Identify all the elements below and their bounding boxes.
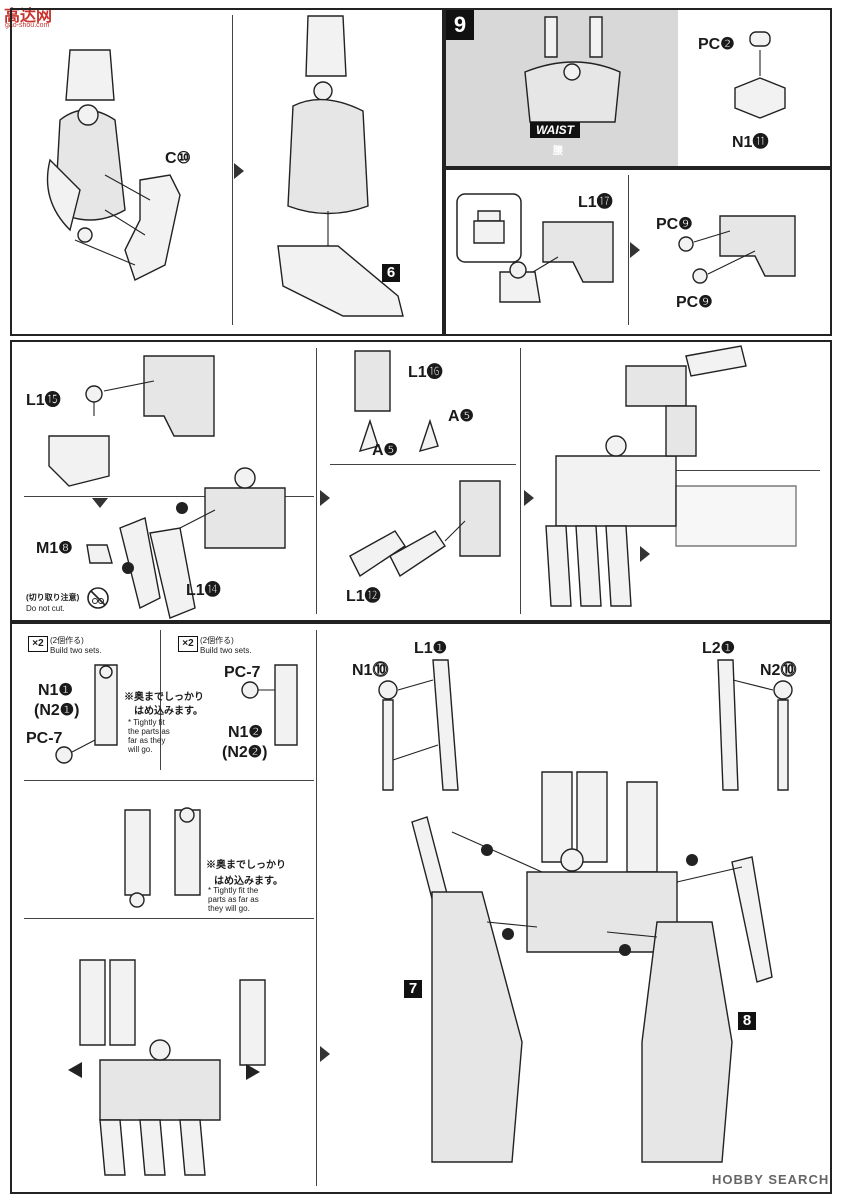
panel-leg-attach bbox=[10, 622, 832, 1194]
n1-2-illustration bbox=[241, 664, 298, 746]
part-label-n2-10: N2⓾ bbox=[760, 662, 797, 679]
part-label-l1-14: L1⓮ bbox=[186, 582, 221, 599]
part-label-n1-11: N1⓫ bbox=[732, 134, 769, 151]
step-badge-6: 6 bbox=[382, 264, 400, 282]
pc2-n1-illustration bbox=[734, 31, 786, 119]
part-label-l1-17: L1⓱ bbox=[578, 194, 613, 211]
fit-note-1-en: * Tightly fit the parts as far as they w… bbox=[128, 718, 170, 754]
step-number: 9 bbox=[446, 10, 474, 40]
build-two-en: Build two sets. bbox=[50, 646, 102, 655]
panel-step-9-sub bbox=[444, 168, 832, 336]
divider bbox=[24, 496, 314, 497]
footer-brand: HOBBY SEARCH bbox=[712, 1172, 830, 1187]
step-arrow-icon bbox=[630, 242, 640, 258]
waist-reference-illustration bbox=[524, 16, 621, 123]
fit-note-2-jp2: はめ込みます。 bbox=[214, 876, 283, 887]
l1-17-illustration bbox=[499, 221, 614, 303]
fit-note-1-jp1: ※奥までしっかり bbox=[124, 692, 204, 703]
fit-note-2-jp1: ※奥までしっかり bbox=[206, 860, 286, 871]
divider bbox=[316, 630, 317, 1186]
part-label-l2-1: L2❶ bbox=[702, 640, 736, 657]
hip-joints-illustration bbox=[124, 807, 201, 908]
step-title: WAIST bbox=[530, 122, 580, 138]
part-label-pc2: PC❷ bbox=[698, 36, 735, 53]
n1-10-l1-1-illustration bbox=[378, 659, 459, 791]
part-label-l1-16: L1⓰ bbox=[408, 364, 443, 381]
fit-note-2-en: * Tightly fit the parts as far as they w… bbox=[208, 886, 259, 913]
cut-warning-jp: (切り取り注意) bbox=[26, 593, 80, 602]
l1-15-illustration bbox=[48, 355, 215, 487]
part-label-pc9b: PC❾ bbox=[676, 294, 713, 311]
watermark-site: gao-shou.com bbox=[5, 22, 50, 29]
divider bbox=[24, 780, 314, 781]
part-label-m1-8: M1❽ bbox=[36, 540, 73, 557]
part-label-l1-1: L1❶ bbox=[414, 640, 448, 657]
divider bbox=[232, 15, 233, 325]
step-arrow-icon bbox=[234, 163, 244, 179]
build-two-badge: ×2 bbox=[178, 636, 198, 652]
step-arrow-icon bbox=[320, 1046, 330, 1062]
step-arrow-icon bbox=[524, 490, 534, 506]
hip-assembly-illustration bbox=[68, 959, 266, 1176]
pc9-illustration bbox=[678, 215, 796, 284]
part-label-pc7b: PC-7 bbox=[224, 664, 261, 681]
leg-lower-illustration bbox=[277, 15, 404, 317]
build-two-en: Build two sets. bbox=[200, 646, 252, 655]
final-assembly-illustration bbox=[411, 771, 773, 1163]
step-title-jp: 腰 bbox=[553, 146, 563, 157]
divider bbox=[330, 464, 516, 465]
l2-1-n2-10-illustration bbox=[717, 659, 793, 791]
divider bbox=[640, 470, 820, 471]
step-arrow-icon bbox=[640, 546, 650, 562]
n1-1-illustration bbox=[55, 664, 118, 764]
build-two-jp: (2個作る) bbox=[50, 636, 84, 645]
l1-14-illustration bbox=[119, 467, 286, 619]
divider bbox=[24, 918, 314, 919]
build-two-badge: ×2 bbox=[28, 636, 48, 652]
panel-step-9 bbox=[444, 8, 832, 168]
step-arrow-icon bbox=[92, 498, 108, 508]
fit-note-1-jp2: はめ込みます。 bbox=[134, 706, 203, 717]
part-label-n2-1: (N2❶) bbox=[34, 702, 80, 719]
divider bbox=[520, 348, 521, 614]
part-label-n1-2: N1❷ bbox=[228, 724, 263, 741]
leg-upper-illustration bbox=[46, 49, 181, 281]
m1-8-illustration bbox=[86, 544, 113, 564]
part-label-n1-1: N1❶ bbox=[38, 682, 73, 699]
divider bbox=[628, 175, 629, 325]
divider bbox=[316, 348, 317, 614]
build-two-jp: (2個作る) bbox=[200, 636, 234, 645]
cut-warning-en: Do not cut. bbox=[26, 604, 65, 613]
waist-assembled-illustration bbox=[545, 345, 797, 607]
part-label-l1-15: L1⓯ bbox=[26, 392, 61, 409]
part-label-n1-10: N1⓾ bbox=[352, 662, 389, 679]
watermark-logo: 高达网 bbox=[4, 8, 53, 25]
step-badge-7: 7 bbox=[404, 980, 422, 998]
part-label-pc7a: PC-7 bbox=[26, 730, 63, 747]
panel-leg-assembly bbox=[10, 8, 444, 336]
l1-16-illustration bbox=[349, 350, 501, 578]
part-label-a5b: A❺ bbox=[372, 442, 398, 459]
part-label-c10: C⑩ bbox=[165, 150, 191, 167]
l1-17-hint-icon bbox=[456, 193, 522, 263]
part-label-a5a: A❺ bbox=[448, 408, 474, 425]
scissors-prohibited-icon bbox=[87, 587, 109, 609]
step-arrow-icon bbox=[320, 490, 330, 506]
panel-waist-assembly bbox=[10, 340, 832, 622]
step-badge-8: 8 bbox=[738, 1012, 756, 1030]
part-label-l1-12: L1⓬ bbox=[346, 588, 381, 605]
divider bbox=[160, 630, 161, 770]
part-label-n2-2: (N2❷) bbox=[222, 744, 268, 761]
part-label-pc9a: PC❾ bbox=[656, 216, 693, 233]
